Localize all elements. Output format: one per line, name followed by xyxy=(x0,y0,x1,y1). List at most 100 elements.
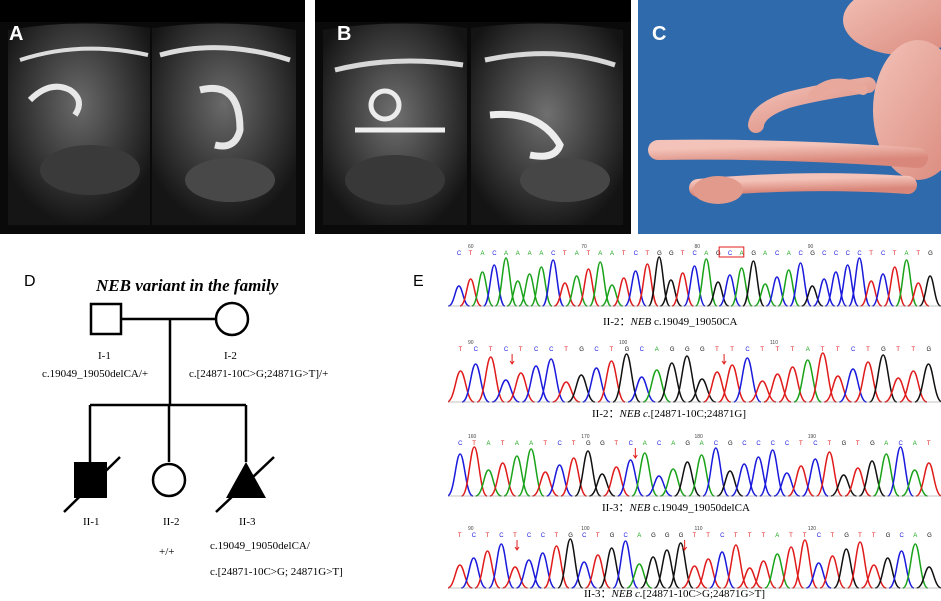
chromatogram-tick: 160 xyxy=(468,434,477,440)
chromatogram-tick: 70 xyxy=(581,244,587,250)
chromatogram-tick: 110 xyxy=(695,526,703,532)
trace-peak xyxy=(707,281,729,307)
trace-peak xyxy=(461,363,490,403)
base-call: C xyxy=(624,533,629,539)
chromatogram-tick: 100 xyxy=(619,340,628,346)
trace-peak xyxy=(640,556,666,589)
trace-peak xyxy=(546,464,573,497)
base-call: A xyxy=(643,441,647,447)
caption-variant: c.19049_19050CA xyxy=(651,316,738,328)
panel-label-b: B xyxy=(337,23,352,45)
base-call: C xyxy=(834,251,839,257)
trace-peak xyxy=(836,264,859,307)
base-call: C xyxy=(504,347,509,353)
trace-peak xyxy=(460,557,487,589)
trace-peak xyxy=(459,278,482,307)
chromatogram-tick: 110 xyxy=(770,340,778,346)
pedigree-symbol-i1 xyxy=(89,302,123,336)
trace-peak xyxy=(617,459,644,497)
trace-peak xyxy=(730,267,753,307)
trace-peak xyxy=(624,270,647,307)
trace-peak xyxy=(888,550,915,589)
base-call: G xyxy=(679,533,684,539)
base-call: T xyxy=(706,533,710,539)
trace-peak xyxy=(598,547,625,589)
caption-gene: NEB xyxy=(630,316,652,328)
base-call: C xyxy=(745,347,750,353)
ultrasound-image-a: A xyxy=(0,0,305,234)
trace-peak xyxy=(471,271,494,307)
base-call: G xyxy=(926,347,931,353)
trace-peak xyxy=(778,546,804,589)
base-call: T xyxy=(609,347,613,353)
base-call: T xyxy=(836,347,840,353)
trace-peak xyxy=(603,466,630,497)
base-call: T xyxy=(459,347,463,353)
trace-peak xyxy=(482,264,506,307)
base-call: G xyxy=(870,441,875,447)
trace-peak xyxy=(874,557,901,589)
base-call: G xyxy=(928,251,933,257)
base-call: G xyxy=(700,347,705,353)
base-call: T xyxy=(893,251,897,257)
ultrasound-header-bar xyxy=(0,0,305,22)
base-call: T xyxy=(760,347,764,353)
trace-peak xyxy=(793,359,822,403)
pedigree-symbol-ii1 xyxy=(74,462,107,498)
trace-peak xyxy=(833,548,860,589)
chromatogram-tick: 90 xyxy=(808,244,814,250)
base-call: G xyxy=(568,533,573,539)
trace-peak xyxy=(516,559,542,589)
base-call: C xyxy=(541,533,546,539)
base-call: A xyxy=(913,533,917,539)
base-call: T xyxy=(555,533,559,539)
chromatogram-tick: 90 xyxy=(468,340,474,346)
pedigree-id-i2: I-2 xyxy=(224,350,237,362)
trace-peak xyxy=(765,276,788,307)
trace-peak xyxy=(813,278,836,307)
trace-peak xyxy=(601,284,623,307)
base-call: C xyxy=(817,533,822,539)
base-call: G xyxy=(685,441,690,447)
chromatogram-tick: 60 xyxy=(468,244,474,250)
trace-peak xyxy=(787,465,815,497)
trace-peak xyxy=(543,545,570,589)
base-call: T xyxy=(791,347,795,353)
base-call: C xyxy=(551,251,556,257)
chromatogram-caption: II-2：NEB c.[24871-10C;24871G] xyxy=(592,405,746,421)
trace-peak xyxy=(660,468,687,497)
base-call: G xyxy=(927,533,932,539)
trace-peak xyxy=(854,361,883,403)
base-call: C xyxy=(714,441,719,447)
trace-peak xyxy=(530,266,553,307)
trace-peak xyxy=(899,370,928,403)
variant-highlight-box xyxy=(718,246,745,258)
base-call: C xyxy=(534,347,539,353)
trace-peak xyxy=(681,565,708,589)
trace-peak xyxy=(565,275,588,307)
base-call: T xyxy=(730,347,734,353)
caption-gene: NEB xyxy=(629,502,651,514)
base-call: C xyxy=(785,441,790,447)
ultrasound-header-bar xyxy=(315,0,631,22)
trace-peak xyxy=(567,374,596,403)
trace-peak xyxy=(448,564,473,589)
trace-peak xyxy=(830,474,857,497)
trace-peak xyxy=(492,379,520,403)
base-call: C xyxy=(492,251,497,257)
base-call: G xyxy=(579,347,584,353)
trace-peak xyxy=(552,381,581,403)
pedigree-genotype-i2: c.[24871-10C>G;24871G>T]/+ xyxy=(189,368,329,380)
base-call: C xyxy=(813,441,818,447)
base-call: G xyxy=(810,251,815,257)
trace-peak xyxy=(883,266,907,307)
base-call: T xyxy=(916,251,920,257)
trace-peak xyxy=(585,554,611,589)
trace-peak xyxy=(688,454,715,497)
base-call: T xyxy=(748,533,752,539)
trace-peak xyxy=(871,273,894,307)
trace-peak xyxy=(716,470,744,497)
base-call: T xyxy=(614,441,618,447)
base-call: C xyxy=(851,347,856,353)
base-call: G xyxy=(665,533,670,539)
